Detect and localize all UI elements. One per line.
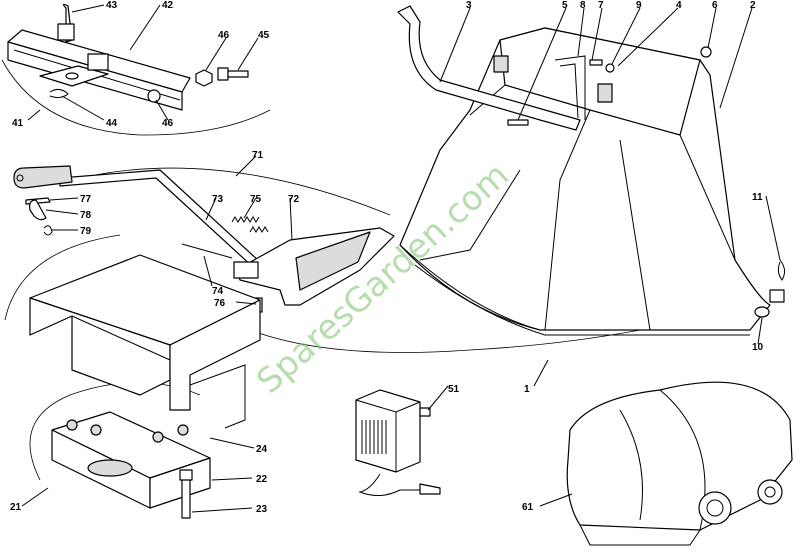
hitch-clamp (57, 23, 75, 41)
lever-grip (13, 165, 73, 189)
counterweight-recess (87, 459, 133, 477)
label-46b: 46 (162, 118, 174, 129)
deflector-inner (295, 231, 371, 291)
screw-5 (507, 119, 529, 126)
washer-9 (605, 63, 615, 73)
collector-grille-left (493, 55, 509, 73)
hitch-bracket (87, 53, 109, 71)
group-arc-counterweight (29, 382, 201, 481)
cover-wheel-right (757, 479, 783, 505)
nut-6 (700, 46, 712, 58)
clip-79 (43, 225, 53, 236)
group-arc-cover (249, 329, 641, 353)
rod-74 (181, 243, 233, 259)
spring-75 (231, 216, 260, 223)
battery-charger (355, 389, 441, 496)
label-71: 71 (252, 150, 264, 161)
link-78 (29, 199, 47, 221)
cover-body (566, 381, 793, 531)
label-8: 8 (580, 0, 586, 11)
pin-10 (754, 306, 770, 318)
charger-cable (358, 473, 430, 496)
label-5: 5 (562, 0, 568, 11)
label-4: 4 (676, 0, 682, 11)
label-44: 44 (106, 118, 118, 129)
hitch-bar-assembly (7, 3, 249, 111)
lever-assembly (13, 165, 395, 313)
label-2: 2 (750, 0, 756, 11)
hitch-nut (147, 89, 161, 103)
group-arc-chassis (4, 234, 121, 321)
r-clip (49, 88, 69, 99)
label-24: 24 (256, 444, 268, 455)
grass-collector (397, 5, 786, 336)
group-arc-lever (94, 167, 391, 216)
label-23: 23 (256, 504, 268, 515)
label-10: 10 (752, 342, 764, 353)
label-22: 22 (256, 474, 268, 485)
label-51: 51 (448, 384, 460, 395)
mower-cover (566, 381, 793, 546)
label-61: 61 (522, 502, 534, 513)
label-11: 11 (752, 192, 763, 203)
bolt-45-shank (227, 70, 249, 78)
collector-handle (397, 5, 581, 131)
counterweight-assembly (51, 411, 211, 519)
charger-body (355, 389, 421, 473)
collector-grille-right (597, 83, 613, 103)
charger-plug (419, 407, 431, 417)
label-3: 3 (466, 0, 472, 11)
label-73: 73 (212, 194, 224, 205)
counterweight-side (149, 457, 211, 509)
part-labels: 43 42 46 45 41 44 46 3 5 8 7 9 4 6 2 71 … (10, 0, 764, 515)
deflector-hinge (233, 261, 259, 279)
pin-7 (589, 59, 603, 66)
label-41: 41 (12, 118, 24, 129)
label-7: 7 (598, 0, 604, 11)
cover-wheel-left (698, 491, 732, 525)
label-79: 79 (80, 226, 92, 237)
label-9: 9 (636, 0, 642, 11)
label-6: 6 (712, 0, 718, 11)
label-42: 42 (162, 0, 174, 11)
label-43: 43 (106, 0, 118, 11)
mower-chassis (29, 254, 261, 429)
charger-clip (419, 483, 441, 495)
label-76: 76 (214, 298, 226, 309)
label-46a: 46 (218, 30, 230, 41)
pivot-block (769, 289, 785, 303)
hitch-hole (65, 72, 79, 80)
label-78: 78 (80, 210, 92, 221)
group-arc-top-left (1, 59, 271, 136)
label-21: 21 (10, 502, 22, 513)
clip-11 (777, 259, 786, 281)
bolt-45-head (217, 67, 229, 81)
bolt-23 (181, 477, 191, 519)
label-74: 74 (212, 286, 224, 297)
label-72: 72 (288, 194, 300, 205)
leader-lines (21, 4, 781, 513)
label-77: 77 (80, 194, 92, 205)
label-75: 75 (250, 194, 262, 205)
label-45: 45 (258, 30, 270, 41)
chassis-side (169, 299, 261, 411)
nut-46 (195, 69, 213, 87)
label-1: 1 (524, 384, 530, 395)
